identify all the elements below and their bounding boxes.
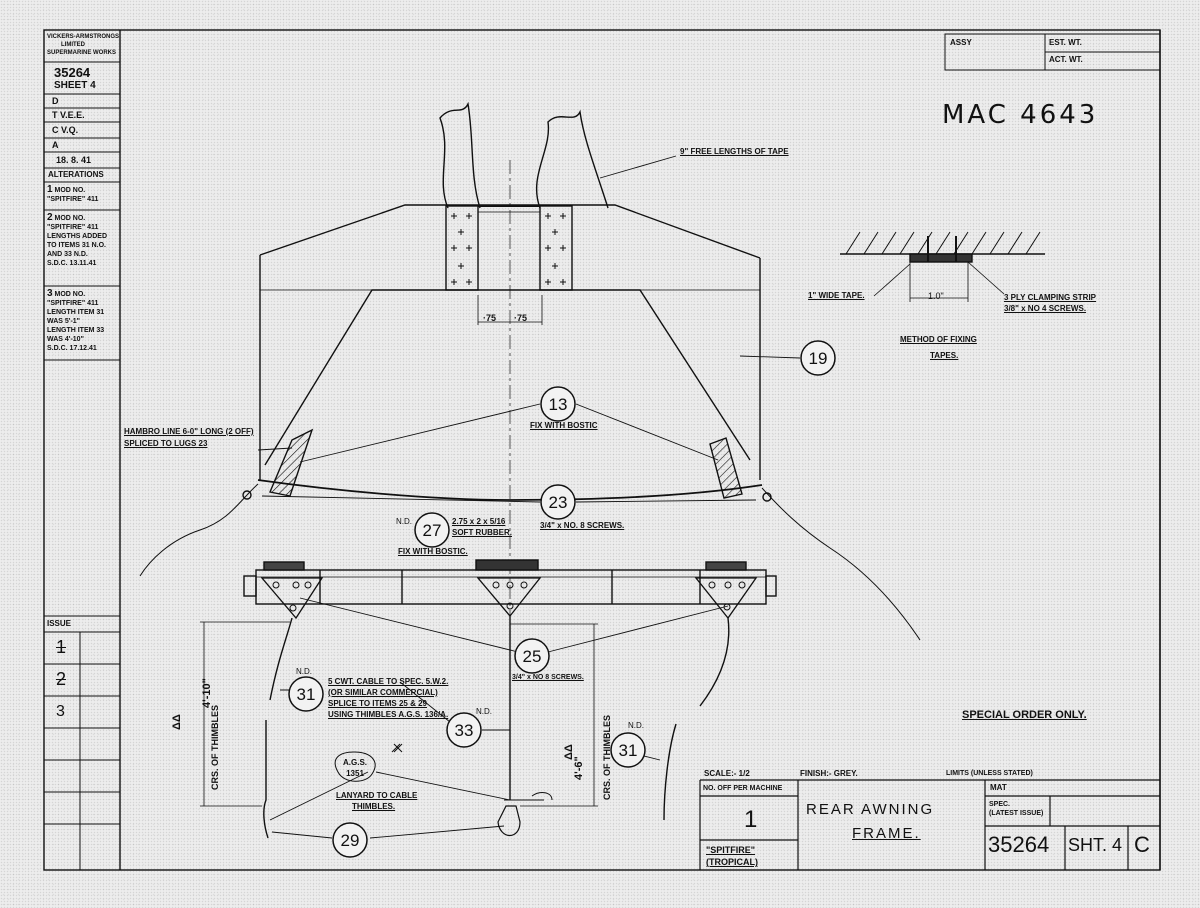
cross-bar <box>243 559 777 605</box>
special-order-note: SPECIAL ORDER ONLY. <box>962 709 1087 721</box>
mat-label: MAT <box>990 783 1007 792</box>
assy-label: ASSY <box>950 38 972 47</box>
left-drawing-no: 35264 <box>54 65 91 80</box>
balloon-13: 13 <box>549 395 568 414</box>
row-t: T V.E.E. <box>52 110 85 120</box>
item27-spec: 2.75 x 2 x 5/16 SOFT RUBBER. <box>452 517 512 537</box>
alteration-1: 1 MOD NO. "SPITFIRE" 411 <box>47 184 99 204</box>
balloon-29: 29 <box>341 831 360 850</box>
cable-spec-note: 5 CWT. CABLE TO SPEC. 5.W.2. (OR SIMILAR… <box>328 677 449 719</box>
balloon-numbers: 13 19 23 27 25 31 33 29 31 <box>297 349 828 850</box>
method-title: METHOD OF FIXING TAPES. <box>900 335 977 360</box>
machine-name: "SPITFIRE" (TROPICAL) <box>706 845 758 867</box>
item31b-nd: N.D. <box>628 721 644 730</box>
hambro-note: HAMBRO LINE 6-0" LONG (2 OFF) SPLICED TO… <box>124 427 254 448</box>
dim-46-label: CRS. OF THIMBLES <box>602 715 612 800</box>
issue-3: 3 <box>56 703 65 720</box>
finish-label: FINISH:- GREY. <box>800 769 858 778</box>
awning-frame <box>257 204 763 501</box>
triangles-right: ΔΔ <box>563 744 575 760</box>
spec-label: SPEC. (LATEST ISSUE) <box>989 801 1044 817</box>
lug-plate-centre <box>476 577 542 618</box>
tape-loop-left <box>439 101 481 209</box>
drawing-title-1: REAR AWNING <box>806 801 935 818</box>
ags-balloon <box>334 751 376 782</box>
rubber-pad-right <box>709 437 743 499</box>
balloon-27: 27 <box>423 521 442 540</box>
title-block-grid <box>699 779 1160 870</box>
row-a: A <box>52 140 59 150</box>
triangles-left: ΔΔ <box>171 714 183 730</box>
screw-marks <box>451 213 566 285</box>
issue-title: ISSUE <box>47 619 72 628</box>
left-block-grid <box>44 61 120 870</box>
title-sheet: SHT. 4 <box>1068 835 1123 855</box>
balloon-circles <box>288 340 836 858</box>
dim-75-right: ·75 <box>514 313 528 323</box>
item31-nd: N.D. <box>296 667 312 676</box>
wide-tape-label: 1" WIDE TAPE. <box>808 291 865 300</box>
detail-fixing-tapes <box>840 231 1045 302</box>
leader-lines <box>257 155 801 839</box>
quantity: 1 <box>744 806 758 833</box>
lanyard-note: LANYARD TO CABLE THIMBLES. <box>336 791 418 811</box>
dim-410: 4'-10" <box>201 678 213 708</box>
thimble-29 <box>497 805 521 837</box>
left-sheet: SHEET 4 <box>54 80 96 91</box>
balloon-33: 33 <box>455 721 474 740</box>
item33-nd: N.D. <box>476 707 492 716</box>
row-date: 18. 8. 41 <box>56 155 92 165</box>
balloon-25: 25 <box>523 647 542 666</box>
fix-bostic-27: FIX WITH BOSTIC. <box>398 547 468 556</box>
dim-46: 4'-6" <box>573 756 585 780</box>
hambro-line-left <box>139 483 259 577</box>
balloon-23: 23 <box>549 493 568 512</box>
issue-2: 2 <box>56 669 67 689</box>
screws-25-note: 3/4" x NO 8 SCREWS. <box>512 674 584 681</box>
item27-nd: N.D. <box>396 517 412 526</box>
handwritten-ref: MAC 4643 <box>942 100 1099 130</box>
drawing-title-2: FRAME. <box>852 825 921 842</box>
alterations-title: ALTERATIONS <box>48 170 104 179</box>
tape-loop-right <box>535 109 609 209</box>
screws-23-note: 3/4" x NO. 8 SCREWS. <box>540 521 625 530</box>
title-issue: C <box>1134 832 1150 857</box>
est-wt-label: EST. WT. <box>1049 38 1082 47</box>
free-lengths-note: 9" FREE LENGTHS OF TAPE <box>680 147 789 156</box>
detail-dim: 1.0" <box>928 291 944 301</box>
scale-label: SCALE:- 1/2 <box>704 769 750 778</box>
balloon-31: 31 <box>297 685 316 704</box>
dim-75 <box>477 295 543 325</box>
title-drawing-no: 35264 <box>988 832 1050 857</box>
alteration-2: 2 MOD NO. "SPITFIRE" 411 LENGTHS ADDED T… <box>47 212 108 268</box>
cables <box>263 616 730 839</box>
row-d: D <box>52 96 59 106</box>
clamping-strip-label: 3 PLY CLAMPING STRIP 3/8" x NO 4 SCREWS. <box>1004 293 1097 313</box>
lug-plate-right <box>694 577 758 620</box>
dim-410-label: CRS. OF THIMBLES <box>210 705 220 790</box>
ags-label: A.G.S. 1351 <box>343 758 368 778</box>
no-off-label: NO. OFF PER MACHINE <box>703 785 783 792</box>
lug-plate-left <box>260 577 324 620</box>
hambro-line-right <box>761 487 921 641</box>
top-right-box <box>944 33 1161 71</box>
dimension-lines <box>200 621 598 807</box>
company-name: VICKERS-ARMSTRONGS LIMITED SUPERMARINE W… <box>47 34 120 56</box>
dim-75-left: ·75 <box>483 313 497 323</box>
alteration-3: 3 MOD NO. "SPITFIRE" 411 LENGTH ITEM 31 … <box>47 288 105 353</box>
act-wt-label: ACT. WT. <box>1049 55 1083 64</box>
row-c: C V.Q. <box>52 125 79 135</box>
rubber-pad-left <box>269 428 314 497</box>
issue-1: 1 <box>56 637 67 657</box>
fix-bostic-13: FIX WITH BOSTIC <box>530 421 598 430</box>
balloon-19: 19 <box>809 349 828 368</box>
balloon-31b: 31 <box>619 741 638 760</box>
limits-label: LIMITS (UNLESS STATED) <box>946 770 1033 777</box>
